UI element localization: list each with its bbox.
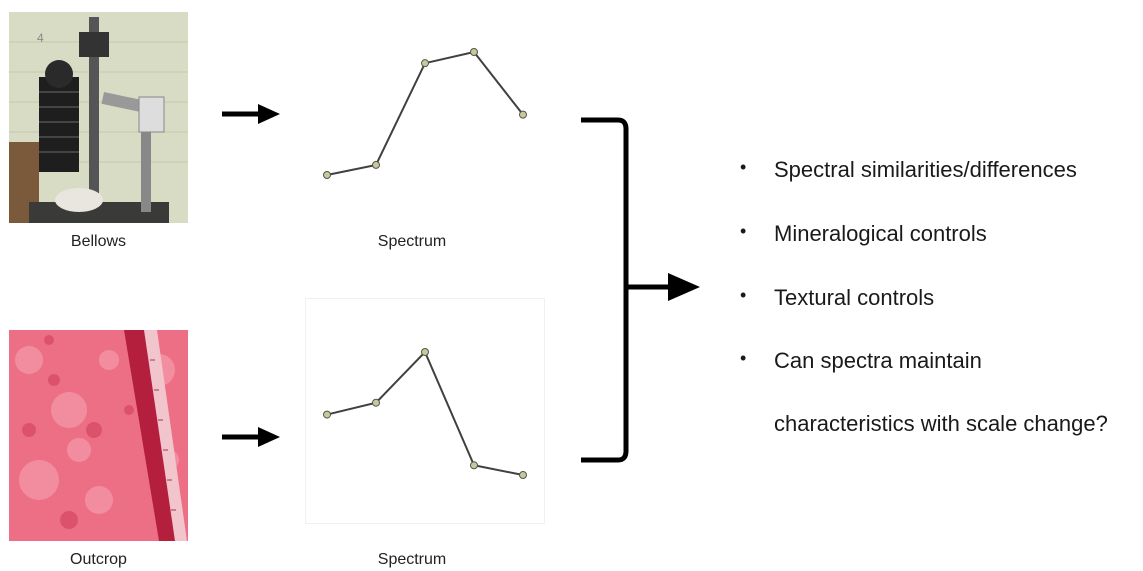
arrow-right-icon	[668, 273, 700, 301]
bullet-icon: •	[740, 157, 747, 177]
spectrum-point	[421, 348, 429, 356]
outcrop-caption: Outcrop	[70, 551, 127, 568]
bullet-text: Can spectra maintain	[774, 348, 982, 373]
bullet-text: Spectral similarities/differences	[774, 157, 1077, 182]
spectrum-plot-bellows	[323, 48, 527, 179]
spectrum-point	[323, 171, 331, 179]
arrow-right-icon	[222, 427, 280, 447]
spectrum-point	[323, 410, 331, 419]
spectrum-point	[421, 59, 429, 68]
spectrum-point	[519, 110, 527, 119]
bullet-text: Textural controls	[774, 285, 935, 310]
bullet-text: Mineralogical controls	[774, 221, 987, 246]
spectrum-frame-outcrop	[305, 298, 545, 524]
spectrum-point	[470, 48, 478, 56]
spectrum-plot-outcrop	[323, 348, 527, 479]
bellows-caption: Bellows	[70, 233, 127, 250]
bullet-text: characteristics with scale change?	[774, 411, 1108, 436]
spectrum-point	[470, 461, 478, 470]
bellows-photo: 4	[9, 12, 188, 223]
bullet-icon: •	[740, 285, 747, 305]
spectrum-point	[519, 471, 527, 479]
bullet-icon: •	[740, 221, 747, 241]
spectrum-caption-bellows: Spectrum	[377, 233, 447, 250]
spectrum-line	[326, 350, 524, 476]
outcrop-photo	[9, 330, 188, 541]
spectrum-point	[372, 398, 380, 407]
svg-text:4: 4	[37, 31, 44, 45]
spectrum-point	[372, 160, 380, 169]
arrow-right-icon	[222, 104, 280, 124]
spectrum-line	[326, 50, 524, 176]
bullet-icon: •	[740, 348, 747, 368]
spectrum-caption-outcrop: Spectrum	[377, 551, 447, 568]
bracket-connector	[581, 117, 676, 463]
